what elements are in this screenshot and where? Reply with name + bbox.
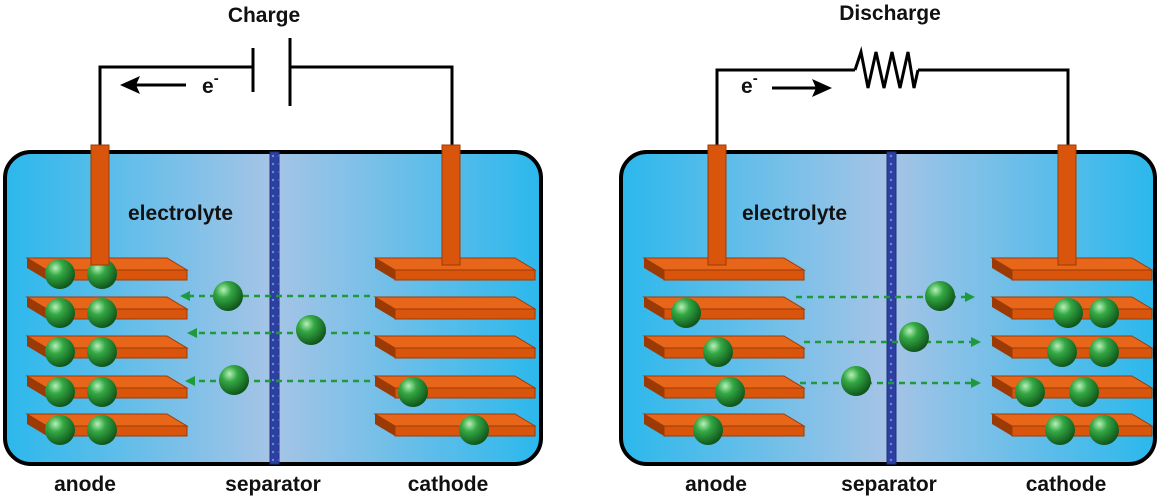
- lithium-ion: [45, 337, 75, 367]
- lithium-ion: [1045, 415, 1075, 445]
- electrode-plate: [373, 413, 537, 437]
- lithium-ion: [45, 377, 75, 407]
- lithium-ion: [87, 337, 117, 367]
- panel-title: Discharge: [839, 2, 941, 25]
- cathode-label: cathode: [408, 473, 489, 496]
- circuit-wire: [715, 68, 1070, 145]
- electrolyte-label: electrolyte: [128, 202, 233, 225]
- anode-tab: [707, 144, 727, 266]
- cathode-stack: [373, 257, 537, 445]
- lithium-ion: [703, 337, 733, 367]
- lithium-ion: [693, 415, 723, 445]
- separator-label: separator: [841, 473, 937, 496]
- battery-icon: [251, 38, 292, 106]
- circuit-wire: [98, 65, 454, 145]
- lithium-ion: [671, 298, 701, 328]
- separator: [886, 151, 897, 465]
- lithium-ion: [1015, 377, 1045, 407]
- anode-label: anode: [685, 473, 747, 496]
- electron-arrow-right: [772, 79, 832, 97]
- cathode-label: cathode: [1026, 473, 1107, 496]
- lithium-ion: [1047, 337, 1077, 367]
- discharge-panel: Discharge e- electrolyte anode separator…: [619, 2, 1157, 496]
- lithium-ion: [459, 415, 489, 445]
- charge-panel: Charge e- electrolyte anode separator: [3, 4, 543, 496]
- separator-label: separator: [225, 473, 321, 496]
- lithium-ion: [398, 377, 428, 407]
- separator: [269, 151, 280, 465]
- free-ions: [213, 281, 326, 395]
- anode-stack: [642, 257, 806, 445]
- electron-label: e-: [202, 70, 219, 98]
- lithium-ion: [87, 259, 117, 289]
- electrode-plate: [642, 296, 806, 320]
- lithium-ion: [87, 298, 117, 328]
- lithium-ion: [45, 298, 75, 328]
- electrode-plate: [373, 296, 537, 320]
- lithium-ion: [715, 377, 745, 407]
- electron-arrow-left: [120, 76, 186, 94]
- free-ions: [841, 281, 955, 396]
- electrolyte-label: electrolyte: [742, 202, 847, 225]
- lithium-ion: [1089, 415, 1119, 445]
- lithium-ion: [1089, 298, 1119, 328]
- lithium-ion: [841, 366, 871, 396]
- electrode-plate: [642, 413, 806, 437]
- electrode-plate: [373, 335, 537, 359]
- lithium-ion: [1053, 298, 1083, 328]
- electron-label: e-: [741, 70, 758, 98]
- anode-stack: [25, 257, 189, 445]
- lithium-ion: [87, 415, 117, 445]
- resistor-icon: [853, 46, 920, 89]
- lithium-ion: [45, 259, 75, 289]
- lithium-ion: [87, 377, 117, 407]
- lithium-ion: [213, 281, 243, 311]
- lithium-ion: [899, 322, 929, 352]
- lithium-ion: [296, 315, 326, 345]
- cathode-tab: [1057, 144, 1077, 266]
- lithium-ion: [219, 365, 249, 395]
- lithium-ion: [925, 281, 955, 311]
- cathode-tab: [441, 144, 461, 266]
- panel-title: Charge: [228, 4, 300, 27]
- lithium-ion: [1089, 337, 1119, 367]
- anode-label: anode: [54, 473, 116, 496]
- lithium-ion: [1069, 377, 1099, 407]
- anode-tab: [90, 144, 110, 266]
- lithium-ion: [45, 415, 75, 445]
